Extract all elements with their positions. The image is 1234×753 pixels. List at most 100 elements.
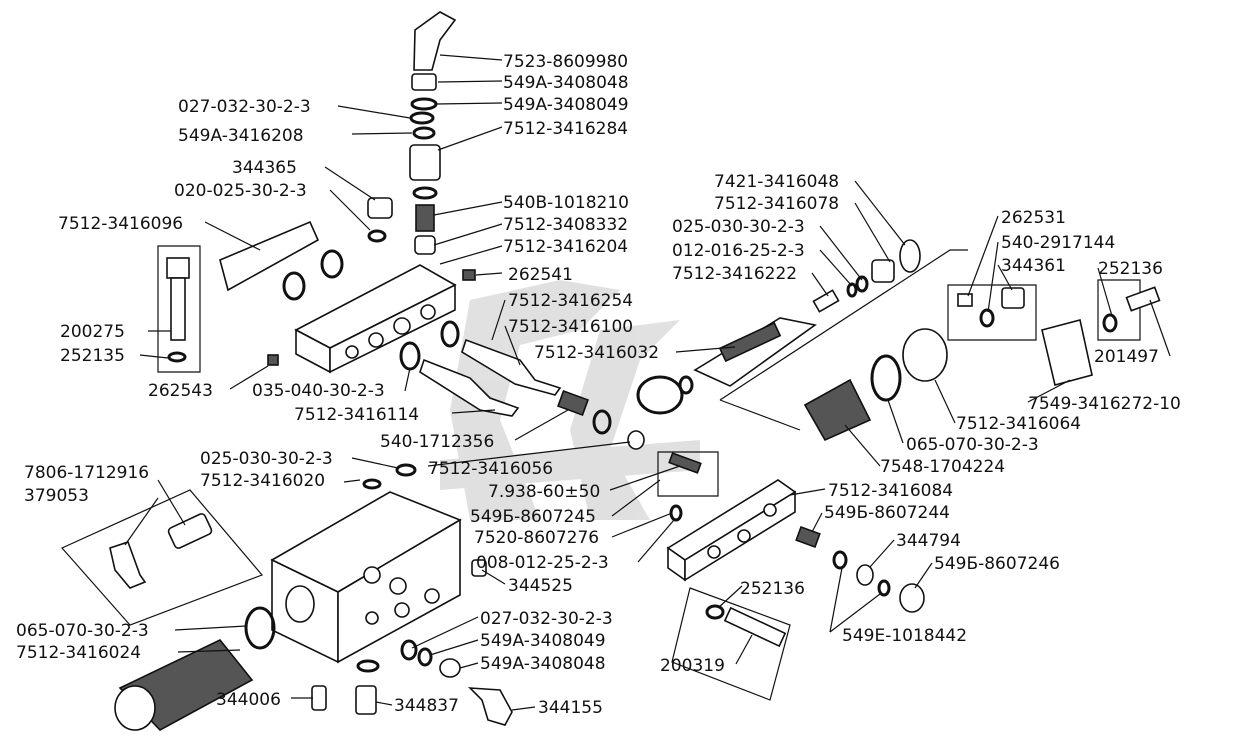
lower-valve-block — [270, 491, 462, 664]
oring-lower-2 — [362, 478, 382, 490]
washer-252135 — [167, 351, 187, 363]
bolt-201497 — [1125, 286, 1161, 312]
part-label-1: 549A-3408048 — [503, 73, 629, 93]
leader-lines — [124, 54, 1171, 711]
part-label-41: 7.938-60±50 — [488, 482, 600, 502]
oring-035-040 — [399, 341, 421, 371]
oring-cover-2 — [320, 249, 344, 279]
part-label-58: 344006 — [216, 690, 281, 710]
part-label-53: 065-070-30-2-3 — [16, 621, 149, 641]
part-label-8: 540B-1018210 — [503, 193, 629, 213]
part-label-55: 027-032-30-2-3 — [480, 609, 613, 629]
elbow-fitting-top — [413, 11, 457, 71]
elbow-344155 — [467, 687, 513, 726]
oring-cover-1 — [282, 271, 306, 301]
part-label-34: 065-070-30-2-3 — [906, 435, 1039, 455]
plug-344361 — [1001, 287, 1025, 309]
nut-344794 — [856, 564, 874, 586]
oring-large-center — [636, 375, 684, 415]
plug-262543 — [267, 354, 279, 366]
part-label-48: 344794 — [896, 531, 961, 551]
part-label-54: 7512-3416024 — [16, 643, 141, 663]
oring-012-016 — [846, 282, 858, 298]
part-label-22: 7421-3416048 — [714, 172, 839, 192]
spring-540-1712356 — [557, 390, 589, 416]
washer-549a-3408049-lower — [417, 647, 433, 667]
washer-252136-right — [1102, 313, 1118, 333]
oring-top-2 — [412, 186, 438, 200]
part-label-56: 549A-3408049 — [480, 631, 606, 651]
oring-027-top — [409, 111, 435, 125]
oring-020 — [367, 229, 387, 243]
plug-262531 — [957, 293, 973, 307]
part-label-14: 7512-3416100 — [508, 317, 633, 337]
part-label-59: 344837 — [394, 696, 459, 716]
spool-7512-3416254 — [461, 338, 562, 396]
part-label-13: 7512-3416254 — [508, 291, 633, 311]
part-label-51: 252136 — [740, 579, 805, 599]
spool-7512-3416032 — [693, 317, 817, 387]
oring-mid-1 — [592, 409, 612, 435]
oring-065-070-right — [870, 354, 902, 402]
sleeve-7512-3416078 — [871, 259, 895, 283]
part-label-11: 7512-3416204 — [503, 237, 628, 257]
sleeve-7512-3416222 — [812, 289, 840, 313]
part-label-19: 7512-3416114 — [294, 405, 419, 425]
bracket-group-right — [947, 284, 1037, 341]
part-label-3: 027-032-30-2-3 — [178, 97, 311, 117]
block-7512-3416084 — [666, 479, 797, 582]
cylinder-7512-3416024 — [114, 639, 254, 731]
part-label-32: 7549-3416272-10 — [1028, 394, 1181, 414]
part-label-37: 7806-1712916 — [24, 463, 149, 483]
washer-7421-3416048 — [899, 239, 921, 273]
oring-008-012 — [669, 504, 683, 522]
plug-262541 — [462, 269, 476, 281]
oring-right-lower — [832, 550, 848, 570]
part-label-35: 7548-1704224 — [880, 457, 1005, 477]
part-label-7: 020-025-30-2-3 — [174, 181, 307, 201]
oring-block-right — [440, 320, 460, 348]
oring-bottom-block — [356, 659, 380, 673]
union-7512-3416284 — [409, 144, 441, 181]
washer-549a-3416208 — [412, 126, 436, 140]
part-label-40: 7512-3416056 — [428, 459, 553, 479]
part-label-60: 344155 — [538, 698, 603, 718]
oring-right-lower-2 — [877, 579, 891, 597]
part-label-42: 549Б-8607245 — [470, 507, 596, 527]
part-label-5: 7512-3416284 — [503, 119, 628, 139]
upper-valve-block — [294, 264, 457, 374]
flange-7549-3416272-10 — [1041, 319, 1093, 386]
bracket-group-far-right — [1097, 279, 1141, 341]
spring-7938 — [668, 452, 702, 474]
part-label-4: 549A-3416208 — [178, 126, 304, 146]
bracket-group-bottom-right — [671, 587, 791, 701]
part-label-47: 549Б-8607244 — [824, 503, 950, 523]
valve-7512-3408332 — [414, 235, 436, 255]
part-label-36: 025-030-30-2-3 — [200, 449, 333, 469]
nut-549a-3408048-lower — [439, 658, 461, 678]
part-label-25: 012-016-25-2-3 — [672, 241, 805, 261]
part-label-52: 200319 — [660, 656, 725, 676]
part-label-9: 7512-3408332 — [503, 215, 628, 235]
spring-540b-1018210 — [415, 204, 435, 232]
part-label-43: 7520-8607276 — [474, 528, 599, 548]
part-label-33: 7512-3416064 — [956, 414, 1081, 434]
part-label-31: 201497 — [1094, 347, 1159, 367]
part-label-50: 549Е-1018442 — [842, 626, 967, 646]
part-label-44: 008-012-25-2-3 — [476, 553, 609, 573]
part-label-17: 262543 — [148, 381, 213, 401]
oring-065-070-lower — [244, 606, 276, 650]
part-label-28: 540-2917144 — [1001, 233, 1115, 253]
part-label-46: 7512-3416084 — [828, 481, 953, 501]
bushing-7512-3416056 — [627, 430, 645, 450]
oring-025-030-spool — [855, 275, 869, 293]
part-label-24: 025-030-30-2-3 — [672, 217, 805, 237]
fitting-344525 — [471, 559, 487, 577]
part-label-27: 262531 — [1001, 208, 1066, 228]
part-label-29: 344361 — [1001, 256, 1066, 276]
oring-027-lower — [400, 639, 418, 661]
washer-252136-bottom — [705, 604, 725, 620]
part-label-21: 7512-3416032 — [534, 343, 659, 363]
part-label-10: 7512-3416096 — [58, 214, 183, 234]
part-label-12: 262541 — [508, 265, 573, 285]
